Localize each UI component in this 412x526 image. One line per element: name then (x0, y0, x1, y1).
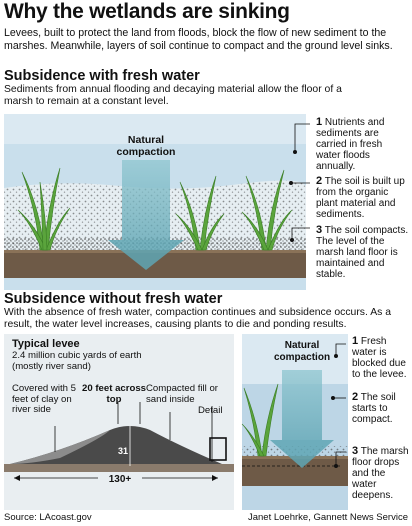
levee-diagram: 31 130+ (4, 334, 234, 510)
compaction-arrow (108, 160, 184, 270)
section2-description: With the absence of fresh water, compact… (4, 307, 391, 330)
note-text: Fresh water is blocked due to the levee. (352, 336, 407, 380)
note-text: The marsh floor drops and the water deep… (352, 446, 409, 501)
arrow-label-line2: compaction (117, 146, 176, 158)
note-number: 2 (316, 175, 323, 187)
levee-clay-note: Covered with 5 feet of clay on river sid… (12, 383, 76, 415)
arrow-label-line1: Natural (128, 134, 164, 146)
detail-leader-lines (331, 343, 346, 468)
levee-width: 130+ (109, 474, 132, 485)
note-number: 1 (316, 116, 323, 128)
detail-compaction-arrow (270, 370, 334, 468)
note-text: The soil compacts. The level of the mars… (316, 225, 409, 280)
levee-base-line (4, 464, 234, 472)
levee-top-note: 20 feet across top (82, 383, 146, 405)
detail-arrow-label-line1: Natural (285, 340, 320, 351)
note-text: Nutrients and sediments are carried in f… (316, 117, 385, 172)
section2-note-1: 1 Fresh water is blocked due to the leve… (352, 335, 410, 381)
note-number: 3 (316, 224, 323, 236)
section2-note-3: 3 The marsh floor drops and the water de… (352, 445, 410, 502)
marsh-plant-3 (241, 169, 293, 251)
leader-lines (288, 123, 310, 242)
sky-band (4, 114, 306, 144)
levee-height: 31 (118, 446, 128, 456)
detail-arrow-label-line2: compaction (274, 352, 330, 363)
levee-title: Typical levee (12, 338, 80, 350)
note-number: 1 (352, 335, 359, 347)
section1-note-3: 3 The soil compacts. The level of the ma… (316, 224, 410, 281)
levee-volume: 2.4 million cubic yards of earth (mostly… (12, 350, 142, 372)
detail-box (209, 437, 227, 461)
section2-heading: Subsidence without fresh water (4, 291, 223, 307)
detail-label: Detail (198, 405, 223, 416)
note-number: 2 (352, 391, 359, 403)
source-credit: Source: LAcoast.gov (4, 512, 92, 523)
section1-note-1: 1 Nutrients and sediments are carried in… (316, 116, 408, 173)
note-text: The soil is built up from the organic pl… (316, 176, 405, 220)
section1-note-2: 2 The soil is built up from the organic … (316, 175, 410, 221)
artist-credit: Janet Loehrke, Gannett News Service (247, 512, 408, 523)
section1-diagram: Natural compaction (4, 114, 310, 290)
detail-plant (241, 383, 279, 457)
levee-fill-note: Compacted fill or sand inside (146, 383, 218, 405)
marsh-plant-2 (175, 175, 225, 251)
clay-layer (10, 430, 110, 464)
note-number: 3 (352, 445, 359, 457)
detail-diagram: Natural compaction (241, 334, 348, 510)
intro-text: Levees, built to protect the land from f… (4, 27, 393, 52)
section2-note-2: 2 The soil starts to compact. (352, 391, 410, 426)
section1-description: Sediments from annual flooding and decay… (4, 84, 342, 107)
graphic-title: Why the wetlands are sinking (4, 0, 290, 23)
marsh-plant-1 (17, 167, 71, 251)
note-text: The soil starts to compact. (352, 392, 396, 425)
section1-heading: Subsidence with fresh water (4, 68, 200, 84)
